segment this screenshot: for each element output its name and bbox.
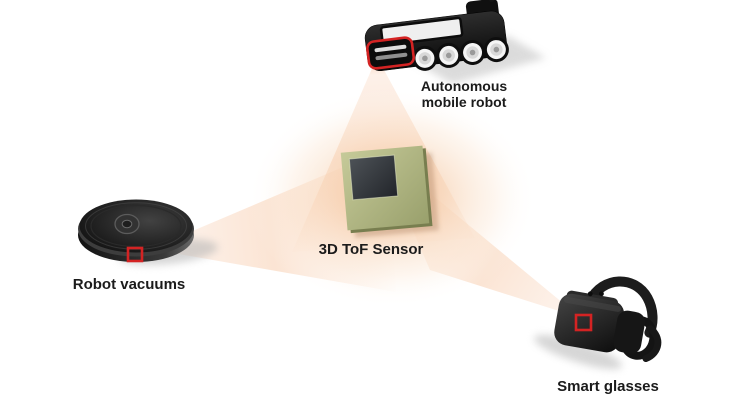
smart-glasses-illustration xyxy=(534,276,662,370)
robot-front-slat xyxy=(374,44,407,53)
tof-sensor-marker xyxy=(574,313,593,332)
glasses-shadow xyxy=(534,334,622,370)
glasses-top-strap xyxy=(585,276,658,338)
glasses-button xyxy=(587,291,593,297)
label-smart-glasses: Smart glasses xyxy=(557,378,659,395)
robot-front-slat xyxy=(375,52,408,61)
autonomous-mobile-robot-illustration xyxy=(364,0,546,84)
robot-vacuum-illustration xyxy=(78,199,218,266)
glasses-side-strap xyxy=(642,325,662,362)
robot-wheels xyxy=(412,37,509,71)
glasses-lens-housing xyxy=(613,310,646,354)
label-line: Autonomous xyxy=(420,78,508,94)
wheel xyxy=(436,42,462,68)
label-3d-tof-sensor: 3D ToF Sensor xyxy=(318,241,424,258)
tof-sensor-marker xyxy=(366,36,415,70)
wheel xyxy=(483,37,509,63)
label-autonomous-mobile-robot: Autonomous mobile robot xyxy=(420,78,508,110)
glasses-body-highlight xyxy=(563,296,622,312)
wheel xyxy=(412,45,438,71)
wheel xyxy=(460,40,486,66)
vacuum-button-center xyxy=(121,219,133,229)
glasses-button xyxy=(599,291,604,297)
tof-sensor-marker xyxy=(126,246,144,263)
label-robot-vacuums: Robot vacuums xyxy=(72,276,186,293)
vacuum-ring-inner xyxy=(90,204,182,248)
chip-die-window xyxy=(348,154,399,201)
label-line: mobile robot xyxy=(421,93,507,110)
tof-sensor-chip xyxy=(340,145,439,238)
